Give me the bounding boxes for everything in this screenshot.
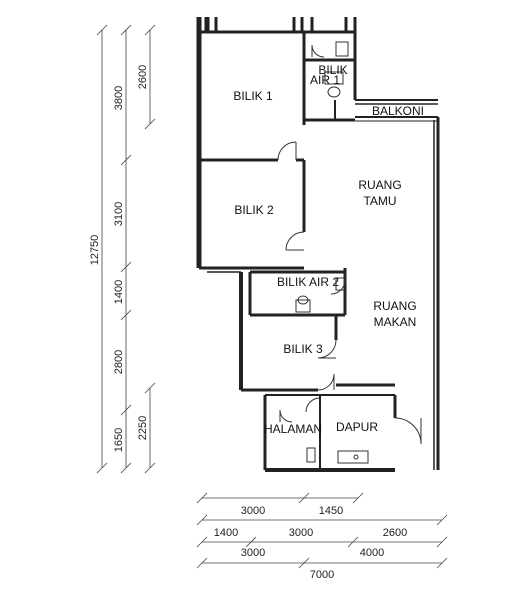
dim-left-total: 12750	[89, 235, 101, 266]
dim-left-3800: 3800	[113, 86, 125, 110]
room-ruang-tamu-line1: RUANG	[358, 178, 401, 192]
doors	[277, 44, 422, 445]
room-bilik-air-1-line1: BILIK	[318, 63, 347, 77]
room-bilik-3: BILIK 3	[283, 342, 323, 356]
dim-bottom-4000: 4000	[360, 547, 384, 559]
dim-left-2600: 2600	[137, 65, 149, 89]
room-ruang-tamu-line2: TAMU	[363, 194, 396, 208]
room-bilik-2: BILIK 2	[234, 203, 274, 217]
exterior-walls	[196, 17, 440, 472]
dim-left-1650: 1650	[113, 428, 125, 452]
room-bilik-air-2: BILIK AIR 2	[277, 275, 339, 289]
dim-bottom-2600: 2600	[383, 527, 407, 539]
bottom-dimensions	[196, 492, 448, 569]
dim-left-2800: 2800	[113, 350, 125, 374]
room-dapur: DAPUR	[336, 420, 378, 434]
dim-bottom-3000-c: 3000	[241, 547, 265, 559]
left-dimensions	[96, 24, 156, 474]
room-ruang-makan-line2: MAKAN	[374, 315, 417, 329]
dim-bottom-1450: 1450	[319, 505, 343, 517]
interior-walls	[199, 32, 438, 470]
room-ruang-makan-line1: RUANG	[373, 299, 416, 313]
dim-bottom-1400: 1400	[214, 527, 238, 539]
dim-bottom-3000-b: 3000	[289, 527, 313, 539]
dim-bottom-3000-a: 3000	[241, 505, 265, 517]
dim-left-1400: 1400	[113, 280, 125, 304]
fixtures	[295, 41, 369, 464]
room-bilik-air-1-line2: AIR 1	[310, 73, 340, 87]
room-bilik-1: BILIK 1	[233, 89, 273, 103]
dim-bottom-total: 7000	[310, 569, 334, 581]
room-balkoni: BALKONI	[372, 104, 424, 118]
dim-left-2250: 2250	[137, 416, 149, 440]
dim-left-3100: 3100	[113, 202, 125, 226]
room-halaman: HALAMAN	[264, 422, 322, 436]
